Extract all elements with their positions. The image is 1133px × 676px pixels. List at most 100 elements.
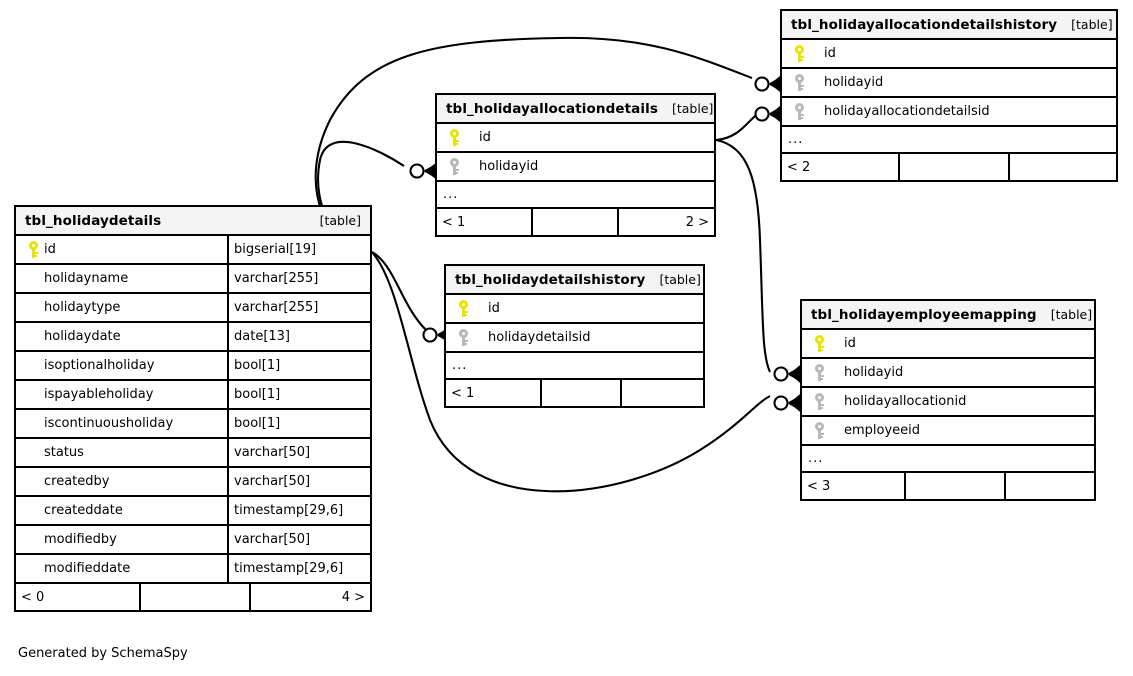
column-name-cell: iscontinuousholiday	[16, 410, 227, 437]
table-tbl-holidayemployeemapping[interactable]: tbl_holidayemployeemapping [table] id ho…	[800, 299, 1096, 501]
table-footer: < 1	[446, 380, 703, 406]
table-row[interactable]: holidayallocationid	[802, 388, 1094, 417]
table-row[interactable]: status varchar[50]	[16, 439, 370, 468]
column-label: holidayid	[824, 75, 884, 90]
table-title: tbl_holidaydetails	[25, 212, 162, 229]
table-row[interactable]: id	[802, 330, 1094, 359]
table-row[interactable]: holidayid	[802, 359, 1094, 388]
column-name-cell: id	[16, 236, 227, 263]
column-name-cell: holidayid	[437, 153, 714, 180]
column-name-cell: modifiedby	[16, 526, 227, 553]
table-tbl-holidayallocationdetails[interactable]: tbl_holidayallocationdetails [table] id …	[435, 93, 716, 237]
table-footer: < 0 4 >	[16, 584, 370, 610]
column-label: holidayid	[844, 365, 904, 380]
table-row[interactable]: holidaydate date[13]	[16, 323, 370, 352]
footer-left: < 1	[446, 380, 542, 406]
column-type: varchar[255]	[227, 265, 370, 292]
footer-right	[1010, 154, 1116, 180]
footer-middle	[533, 209, 619, 235]
table-row[interactable]: modifiedby varchar[50]	[16, 526, 370, 555]
edge-holidaydetails-to-allocationdetailshistory	[559, 36, 753, 79]
column-name-cell: createdby	[16, 468, 227, 495]
table-row[interactable]: iscontinuousholiday bool[1]	[16, 410, 370, 439]
footer-middle	[542, 380, 622, 406]
table-tbl-holidaydetailshistory[interactable]: tbl_holidaydetailshistory [table] id hol…	[444, 264, 705, 408]
column-label: employeeid	[844, 423, 921, 438]
foreign-key-icon	[443, 158, 465, 175]
column-label: status	[44, 445, 84, 460]
column-label: modifiedby	[44, 532, 117, 547]
edge-holidaydetails-to-detailshistory	[371, 251, 431, 334]
column-label: holidayid	[479, 159, 539, 174]
table-row[interactable]: id	[782, 40, 1116, 69]
table-row[interactable]: holidayid	[437, 153, 714, 182]
column-type: timestamp[29,6]	[227, 555, 370, 582]
table-title: tbl_holidayallocationdetails	[446, 100, 658, 117]
table-row[interactable]: createddate timestamp[29,6]	[16, 497, 370, 526]
primary-key-icon	[22, 241, 44, 258]
table-row[interactable]: holidayname varchar[255]	[16, 265, 370, 294]
column-type: varchar[50]	[227, 439, 370, 466]
foreign-key-icon	[788, 103, 810, 120]
column-label: holidayallocationid	[844, 394, 967, 409]
column-label: modifieddate	[44, 561, 131, 576]
table-row[interactable]: ispayableholiday bool[1]	[16, 381, 370, 410]
table-footer: < 2	[782, 154, 1116, 180]
table-row[interactable]: createdby varchar[50]	[16, 468, 370, 497]
table-row[interactable]: holidaydetailsid	[446, 324, 703, 353]
table-header: tbl_holidaydetailshistory [table]	[446, 266, 703, 295]
primary-key-icon	[443, 129, 465, 146]
primary-key-icon	[808, 335, 830, 352]
table-row[interactable]: id	[446, 295, 703, 324]
table-row[interactable]: id bigserial[19]	[16, 236, 370, 265]
column-name-cell: holidaytype	[16, 294, 227, 321]
column-type: bool[1]	[227, 352, 370, 379]
footer-right: 4 >	[341, 589, 365, 605]
table-footer: < 3	[802, 473, 1094, 499]
column-label: holidayallocationdetailsid	[824, 104, 990, 119]
footer-middle	[906, 473, 1006, 499]
column-name-cell: holidayid	[782, 69, 1116, 96]
foreign-key-icon	[808, 422, 830, 439]
footer-middle	[141, 584, 251, 610]
table-row[interactable]: holidayallocationdetailsid	[782, 98, 1116, 127]
table-tag: [table]	[1071, 17, 1113, 32]
column-type: date[13]	[227, 323, 370, 350]
column-name-cell: holidayid	[802, 359, 1094, 386]
table-row[interactable]: modifieddate timestamp[29,6]	[16, 555, 370, 584]
foreign-key-icon	[808, 364, 830, 381]
foreign-key-icon	[808, 393, 830, 410]
table-tag: [table]	[1050, 307, 1093, 322]
footer-right	[622, 380, 703, 406]
table-header: tbl_holidaydetails [table]	[16, 207, 370, 236]
more-columns-indicator: ...	[446, 353, 703, 380]
footer-right: 2 >	[685, 214, 709, 230]
table-row[interactable]: employeeid	[802, 417, 1094, 446]
column-name-cell: ispayableholiday	[16, 381, 227, 408]
table-row[interactable]: isoptionalholiday bool[1]	[16, 352, 370, 381]
foreign-key-icon	[452, 329, 474, 346]
footer-left: < 2	[782, 154, 900, 180]
column-label: isoptionalholiday	[44, 358, 155, 373]
column-name-cell: modifieddate	[16, 555, 227, 582]
footer-middle	[900, 154, 1010, 180]
column-name-cell: id	[802, 330, 1094, 357]
table-title: tbl_holidaydetailshistory	[455, 271, 646, 288]
table-tag: [table]	[659, 272, 701, 287]
column-label: holidaydetailsid	[488, 330, 591, 345]
table-tbl-holidaydetails[interactable]: tbl_holidaydetails [table] id bigserial[…	[14, 205, 372, 612]
table-header: tbl_holidayallocationdetails [table]	[437, 95, 714, 124]
table-row[interactable]: id	[437, 124, 714, 153]
table-tbl-holidayallocationdetailshistory[interactable]: tbl_holidayallocationdetailshistory [tab…	[780, 9, 1118, 182]
column-label: iscontinuousholiday	[44, 416, 174, 431]
footer-left: < 3	[802, 473, 906, 499]
column-name-cell: id	[446, 295, 703, 322]
column-label: id	[824, 46, 836, 61]
column-label: id	[479, 130, 491, 145]
table-title: tbl_holidayallocationdetailshistory	[791, 16, 1058, 33]
column-name-cell: holidaydetailsid	[446, 324, 703, 351]
column-type: bool[1]	[227, 410, 370, 437]
column-name-cell: isoptionalholiday	[16, 352, 227, 379]
table-row[interactable]: holidaytype varchar[255]	[16, 294, 370, 323]
table-row[interactable]: holidayid	[782, 69, 1116, 98]
